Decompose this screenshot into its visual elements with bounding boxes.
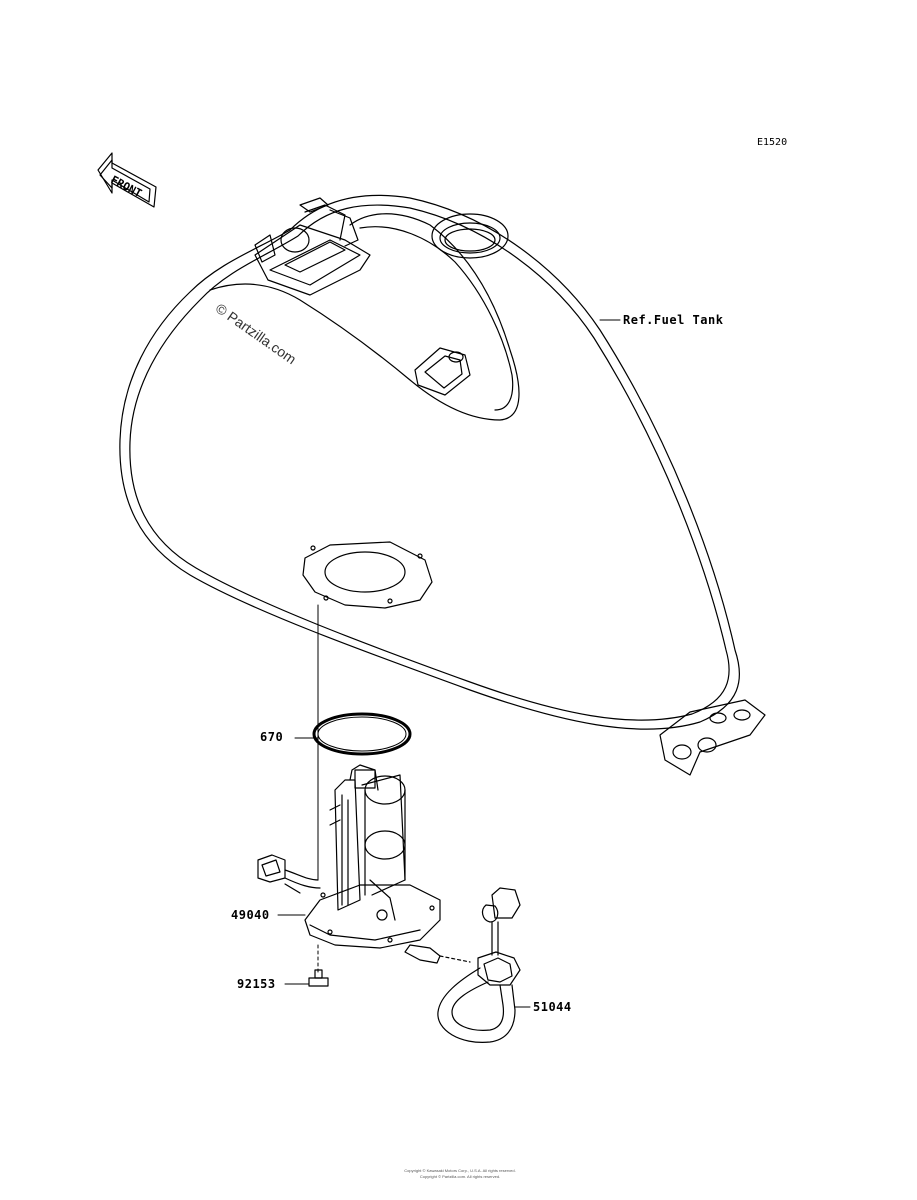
hose xyxy=(437,887,521,1043)
label-o-ring: 670 xyxy=(260,730,284,744)
fuel-tank xyxy=(119,194,766,776)
fuel-pump xyxy=(257,764,471,964)
bolt xyxy=(308,944,329,987)
o-ring xyxy=(312,712,412,756)
label-fuel-pump: 49040 xyxy=(231,908,270,922)
footer-line-1: Copyright © Kawasaki Motors Corp., U.S.A… xyxy=(404,1168,516,1173)
front-arrow-icon: FRONT xyxy=(97,152,157,208)
label-bolt: 92153 xyxy=(237,977,276,991)
diagram-code: E1520 xyxy=(757,137,788,148)
label-hose: 51044 xyxy=(533,1000,572,1014)
footer-line-2: Copyright © Partzilla.com. All rights re… xyxy=(419,1174,501,1179)
label-fuel-tank: Ref.Fuel Tank xyxy=(623,313,724,327)
